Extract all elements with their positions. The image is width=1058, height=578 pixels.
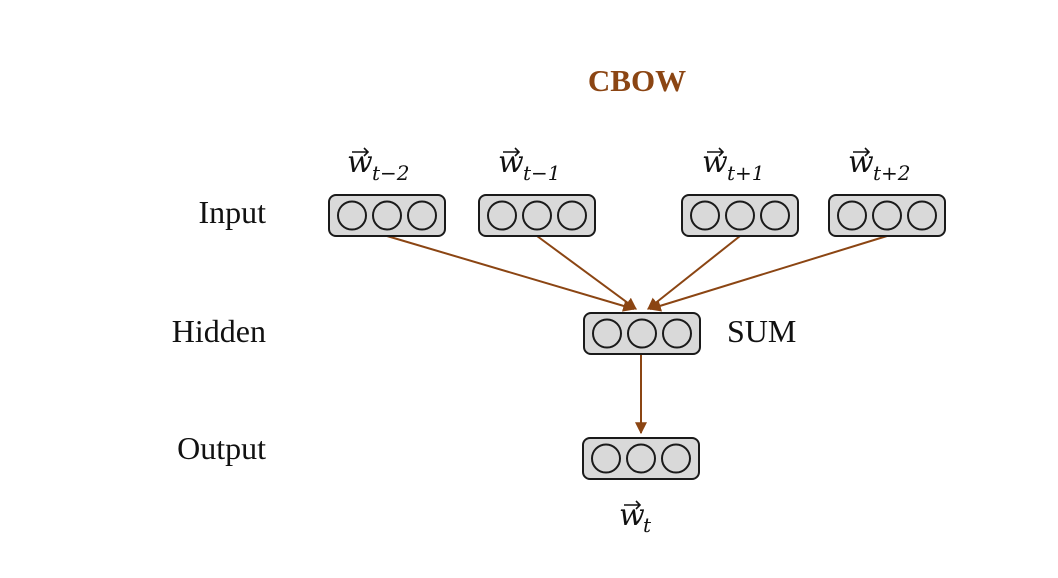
vector-arrow-icon [624, 500, 642, 510]
input-label-base: w [498, 145, 524, 180]
vector-arrow-icon [707, 147, 725, 157]
arrow-input2-to-hidden [536, 235, 637, 310]
input-label-base: w [347, 145, 373, 180]
hidden-operation-label: SUM [727, 313, 796, 349]
neuron-node [487, 200, 517, 231]
output-vector [582, 437, 700, 480]
vector-arrow-icon [503, 147, 521, 157]
arrow-input4-to-hidden [648, 235, 888, 312]
output-label-subscript: t [643, 513, 652, 537]
input-vector-1 [328, 194, 446, 237]
layer-label-output: Output [177, 430, 266, 466]
input-vector-3 [681, 194, 799, 237]
input-label-subscript: t−2 [372, 161, 410, 185]
layer-label-input: Input [198, 194, 266, 230]
neuron-node [592, 318, 622, 349]
neuron-node [907, 200, 937, 231]
neuron-node [661, 443, 691, 474]
input-label-subscript: t+2 [873, 161, 911, 185]
input-vector-2 [478, 194, 596, 237]
input-label-4: w t+2 [848, 145, 911, 185]
neuron-node [557, 200, 587, 231]
neuron-node [591, 443, 621, 474]
input-label-subscript: t+1 [727, 161, 765, 185]
vector-arrow-icon [853, 147, 871, 157]
input-label-2: w t−1 [498, 145, 561, 185]
connection-arrows [386, 235, 888, 435]
neuron-node [690, 200, 720, 231]
input-label-3: w t+1 [702, 145, 765, 185]
hidden-vector [583, 312, 701, 355]
input-label-base: w [848, 145, 874, 180]
output-label: w t [619, 498, 652, 537]
neuron-node [522, 200, 552, 231]
arrow-input1-to-hidden [386, 235, 636, 312]
neuron-node [627, 318, 657, 349]
neuron-node [872, 200, 902, 231]
neuron-node [626, 443, 656, 474]
vector-arrow-icon [352, 147, 370, 157]
neuron-node [760, 200, 790, 231]
neuron-node [337, 200, 367, 231]
input-label-1: w t−2 [347, 145, 410, 185]
neuron-node [662, 318, 692, 349]
input-label-subscript: t−1 [523, 161, 561, 185]
arrow-input3-to-hidden [647, 235, 741, 310]
diagram-title: CBOW [588, 63, 686, 98]
neuron-node [837, 200, 867, 231]
neuron-node [725, 200, 755, 231]
neuron-node [407, 200, 437, 231]
output-label-base: w [619, 498, 645, 533]
input-vector-4 [828, 194, 946, 237]
input-label-base: w [702, 145, 728, 180]
layer-label-hidden: Hidden [172, 313, 266, 349]
neuron-node [372, 200, 402, 231]
